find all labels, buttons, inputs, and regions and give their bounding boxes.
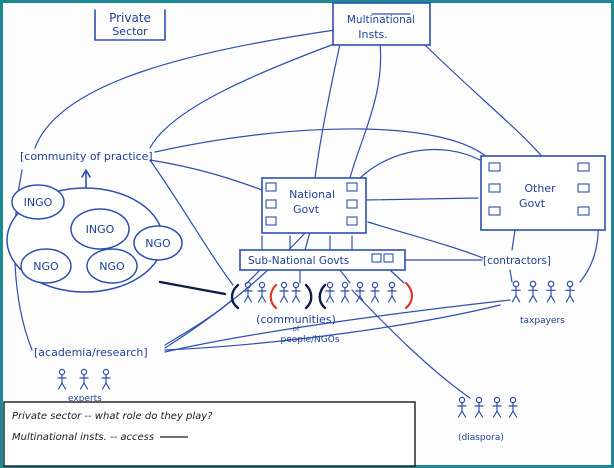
ingo-label-2: INGO: [86, 223, 115, 236]
ngo-label-3: NGO: [145, 237, 171, 250]
contractors-node: [contractors]: [483, 255, 551, 267]
ngo-bubble-2: [86, 248, 138, 284]
note-line-2: Multinational insts. -- access: [12, 432, 154, 443]
expert-people-group: [57, 368, 111, 390]
national-govt-label-line2: Govt: [293, 203, 320, 216]
stick-figure: [511, 280, 521, 303]
communities-label-line2: of: [293, 325, 300, 333]
other-govt-label-line2: Govt: [519, 197, 546, 210]
ingo-label-1: INGO: [24, 196, 53, 209]
stick-figure: [279, 281, 289, 303]
experts-label: experts: [68, 394, 102, 404]
stick-figure: [340, 281, 350, 303]
ngo-cluster: INGO INGO NGO NGO NGO: [6, 184, 183, 293]
ingo-bubble-2: [70, 208, 130, 250]
sub-national-govts-node: Sub-National Govts: [239, 249, 406, 271]
stick-figure: [546, 280, 556, 303]
academia-research-node: [academia/research]: [34, 346, 148, 359]
private-sector-label-line2: Sector: [112, 25, 148, 38]
ngo-bubble-1: [20, 248, 72, 284]
diaspora-label: (diaspora): [458, 433, 504, 443]
stick-figure: [508, 396, 518, 418]
taxpayer-people-group: [511, 280, 575, 303]
stick-figure: [457, 396, 467, 418]
stick-figure: [291, 281, 301, 303]
multinational-insts-label-line2: Insts.: [358, 28, 388, 41]
note-line-1: Private sector -- what role do they play…: [12, 411, 213, 422]
communities-node: (communities) of people/NGOs: [230, 281, 414, 345]
other-govt-label-line1: Other: [524, 182, 556, 195]
stick-figure: [79, 368, 89, 390]
notes-box: Private sector -- what role do they play…: [3, 401, 416, 467]
stick-figure: [387, 281, 397, 303]
contractors-label: [contractors]: [483, 255, 551, 267]
stick-figure: [492, 396, 502, 418]
community-people-group: [243, 281, 397, 303]
stick-figure: [101, 368, 111, 390]
ngo-label-2: NGO: [99, 260, 125, 273]
community-of-practice-label: [community of practice]: [20, 150, 153, 163]
ingo-bubble-1: [11, 184, 65, 220]
private-sector-node: Private Sector: [94, 9, 166, 41]
stick-figure: [474, 396, 484, 418]
multinational-insts-label-line1: Multinational: [347, 14, 415, 26]
diaspora-people-group: [457, 396, 518, 418]
ngo-bubble-3: [133, 225, 183, 261]
stick-figure: [355, 281, 365, 303]
stick-figure: [528, 280, 538, 303]
stick-figure: [325, 281, 335, 303]
communities-label-line1: (communities): [256, 313, 336, 326]
sub-national-govts-label: Sub-National Govts: [248, 255, 349, 267]
community-of-practice-node: [community of practice]: [20, 150, 153, 163]
national-govt-node: National Govt: [261, 177, 367, 234]
private-sector-label-line1: Private: [109, 11, 151, 25]
other-govt-node: Other Govt: [480, 155, 606, 231]
stick-figure: [565, 280, 575, 303]
stick-figure: [57, 368, 67, 390]
national-govt-label-line1: National: [289, 188, 335, 201]
communities-label-line3: people/NGOs: [280, 335, 339, 345]
connector-lines: [14, 29, 599, 399]
stick-figure: [370, 281, 380, 303]
taxpayers-label: taxpayers: [520, 316, 565, 326]
stick-figure: [257, 281, 267, 303]
ngo-label-1: NGO: [33, 260, 59, 273]
stick-figure: [243, 281, 253, 303]
academia-research-label: [academia/research]: [34, 346, 148, 359]
multinational-insts-node: Multinational Insts.: [332, 2, 431, 46]
